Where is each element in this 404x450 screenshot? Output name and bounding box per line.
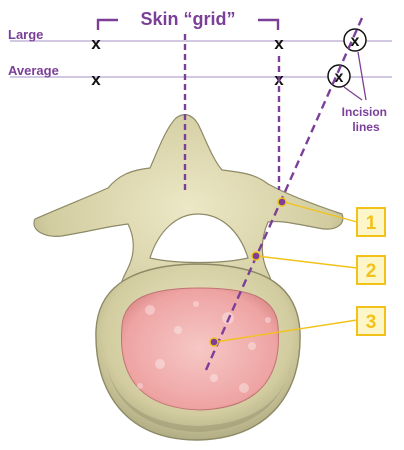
callout-3-point: [210, 338, 218, 346]
callout-2-point: [252, 252, 260, 260]
incision-leader-2: [344, 87, 362, 100]
marker-large-right: x: [274, 34, 284, 53]
intervertebral-disc: [121, 288, 278, 410]
incision-leader-1: [358, 52, 366, 100]
callout-1-label: 1: [366, 213, 377, 234]
callout-2-leader: [257, 256, 357, 268]
incision-lines-label-line1: Incision: [342, 105, 387, 119]
incision-lines-label: Incision lines: [342, 105, 391, 134]
marker-large-left: x: [91, 34, 101, 53]
callout-3-label: 3: [366, 312, 377, 333]
incision-lines-label-line2: lines: [352, 120, 380, 134]
marker-average-left: x: [91, 70, 101, 89]
callout-2-label: 2: [366, 261, 377, 282]
callout-1-point: [278, 198, 286, 206]
row-label-average: Average: [8, 63, 59, 78]
row-label-large: Large: [8, 27, 43, 42]
diagram-title: Skin “grid”: [140, 9, 235, 29]
skin-grid: Large Average Skin “grid” x x x x x x In…: [8, 9, 392, 134]
